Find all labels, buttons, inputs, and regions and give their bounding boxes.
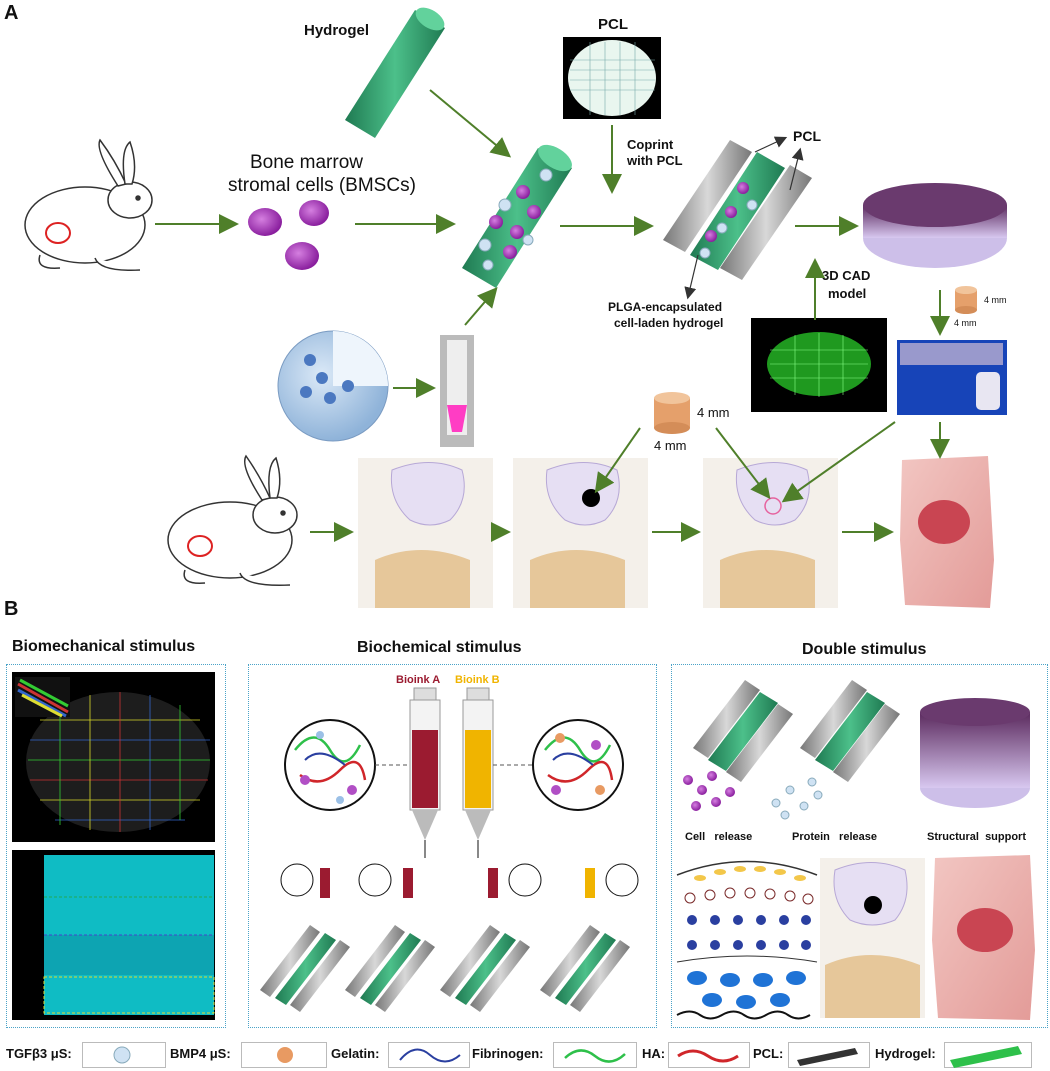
legend-hydrogel-label: Hydrogel:: [875, 1046, 936, 1061]
print-step-4: [540, 863, 639, 1012]
legend-tgf-swatch-box: [82, 1042, 166, 1068]
biochem-panel-box: [248, 664, 657, 1028]
size-small-height: 4 mm: [984, 295, 1007, 305]
biomech-scaffold-render: [12, 672, 215, 842]
structural-support-label: Structural support: [927, 831, 1027, 843]
cad-label-line1: 3D CAD: [822, 268, 871, 283]
biomech-panel-box: [6, 664, 226, 1028]
print-step-1: [260, 863, 350, 1012]
biochem-title: Biochemical stimulus: [357, 639, 522, 656]
ink-circle-b: [493, 719, 624, 811]
cell-release-label: Cell release: [685, 831, 753, 843]
print-step-2: [345, 863, 435, 1012]
hydrogel-rod: [345, 7, 445, 138]
coprint-label-line1: Coprint: [627, 137, 674, 152]
legend-swatches: [113, 1046, 1022, 1068]
pcl-disc-photo: [563, 37, 661, 119]
legend-pcl-label: PCL:: [753, 1046, 784, 1061]
plga-label-line2: cell-laden hydrogel: [614, 316, 724, 330]
knee-defect-illustration: [820, 858, 925, 1018]
double-panel-box: [671, 664, 1048, 1028]
pcl-arrow-label: PCL: [793, 128, 821, 144]
legend-tgf-label: TGFβ3 μS:: [6, 1046, 72, 1061]
cell-laden-hydrogel-rod: [462, 144, 572, 288]
knee-illustration-2: [513, 458, 648, 608]
medium-cylinder: [654, 392, 690, 434]
ink-circle-a: [284, 719, 410, 811]
double-title: Double stimulus: [802, 641, 927, 658]
size-small-width: 4 mm: [954, 318, 977, 328]
protein-release-label: Protein release: [792, 831, 877, 843]
panel-b-letter: B: [4, 598, 19, 620]
rabbit-bottom-illustration: [167, 454, 298, 586]
structural-support-disc: [920, 698, 1030, 808]
bmsc-label-line2: stromal cells (BMSCs): [228, 175, 416, 196]
tube-photo: [440, 335, 474, 447]
bmsc-label-line1: Bone marrow: [250, 152, 363, 173]
biomech-title: Biomechanical stimulus: [12, 638, 196, 655]
small-cylinder: [955, 286, 977, 314]
biomech-fluorescence-image: [12, 850, 215, 1020]
rabbit-top-illustration: [24, 138, 153, 271]
legend-ha-label: HA:: [642, 1046, 666, 1061]
syringe-bioink-b: [462, 687, 494, 858]
legend-fibrinogen-label: Fibrinogen:: [472, 1046, 544, 1061]
size-big-width: 4 mm: [654, 438, 687, 453]
knee-illustration-1: [358, 458, 493, 608]
cell-release-construct: [683, 680, 793, 811]
bioink-b-label: Bioink B: [455, 674, 500, 686]
repaired-tissue-photo: [932, 855, 1035, 1020]
scaffold-disc: [863, 183, 1007, 268]
size-big-height: 4 mm: [697, 405, 730, 420]
coprinted-construct: [663, 140, 812, 280]
flow-arrows: [155, 89, 950, 542]
cad-model-image: [751, 318, 887, 412]
protein-release-construct: [771, 680, 900, 820]
microsphere: [277, 330, 389, 442]
pcl-top-label: PCL: [598, 16, 628, 33]
syringe-bioink-a: [409, 687, 441, 858]
knee-illustration-3: [703, 458, 838, 608]
ruler-photo: [897, 340, 1007, 415]
cad-label-line2: model: [828, 286, 867, 301]
cartilage-layer-schematic: [676, 858, 818, 1020]
legend-bmp-label: BMP4 μS:: [170, 1046, 231, 1061]
coprint-label-line2: with PCL: [627, 153, 683, 168]
panel-a-letter: A: [4, 2, 19, 24]
tissue-photo: [900, 456, 994, 608]
bmsc-cells: [248, 200, 329, 270]
hydrogel-label: Hydrogel: [304, 22, 370, 39]
print-step-3: [440, 863, 542, 1012]
legend-gelatin-label: Gelatin:: [331, 1046, 380, 1061]
plga-label-line1: PLGA-encapsulated: [608, 300, 723, 314]
bioink-a-label: Bioink A: [396, 674, 441, 686]
